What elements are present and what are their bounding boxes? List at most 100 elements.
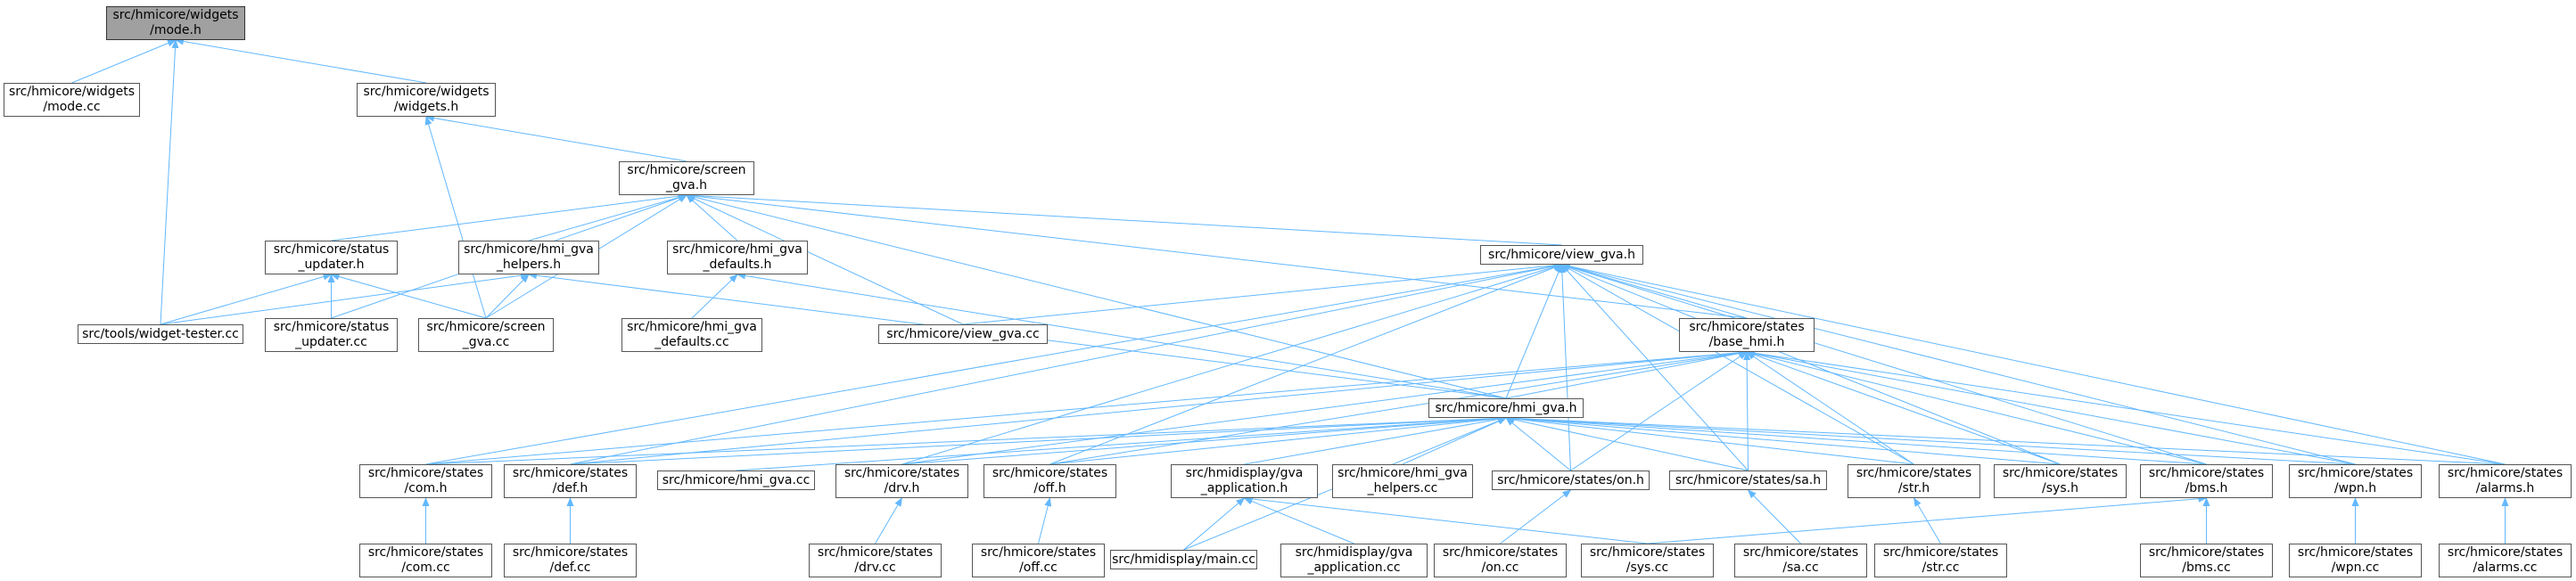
node-on-h[interactable]: src/hmicore/states/on.h	[1492, 471, 1650, 490]
node-widgets-h[interactable]: src/hmicore/widgets /widgets.h	[357, 83, 496, 117]
node-hmi-gva-helpers-h[interactable]: src/hmicore/hmi_gva _helpers.h	[458, 241, 599, 274]
edge-sa_h-to-base_hmi_h	[1743, 351, 1751, 471]
edge-drv_h-to-view_gva_h	[901, 263, 1563, 465]
node-sys-h[interactable]: src/hmicore/states /sys.h	[1994, 464, 2127, 498]
edge-view_gva_h-to-screen_gva_h	[686, 192, 1562, 246]
edge-hmi_gva_helpers_cc-to-hmi_gva_h	[1402, 417, 1507, 465]
node-view-gva-h[interactable]: src/hmicore/view_gva.h	[1480, 245, 1643, 265]
edge-sa_cc-to-sa_h	[1747, 489, 1801, 544]
edge-alarms_h-to-hmi_gva_h	[1505, 414, 2506, 465]
edge-view_gva_cc-to-screen_gva_h	[686, 194, 964, 325]
edge-off_h-to-base_hmi_h	[1049, 349, 1748, 465]
edge-str_h-to-hmi_gva_h	[1505, 415, 1914, 465]
node-mode-h[interactable]: src/hmicore/widgets /mode.h	[106, 6, 245, 40]
edge-drv_h-to-base_hmi_h	[901, 349, 1748, 465]
node-bms-cc[interactable]: src/hmicore/states /bms.cc	[2140, 544, 2273, 577]
node-hmi-gva-defaults-cc[interactable]: src/hmicore/hmi_gva _defaults.cc	[621, 318, 762, 352]
edge-on_h-to-base_hmi_h	[1570, 351, 1748, 471]
node-on-cc[interactable]: src/hmicore/states /on.cc	[1434, 544, 1567, 577]
node-drv-cc[interactable]: src/hmicore/states /drv.cc	[809, 544, 942, 577]
edge-sys_cc-to-bms_h	[1647, 495, 2208, 544]
node-bms-h[interactable]: src/hmicore/states /bms.h	[2140, 464, 2273, 498]
edge-alarms_h-to-view_gva_h	[1560, 262, 2506, 465]
edge-widget_tester_cc-to-status_updater_h	[160, 273, 333, 325]
edge-com_h-to-hmi_gva_h	[425, 414, 1507, 465]
edge-widget_tester_cc-to-hmi_gva_helpers_h	[160, 272, 530, 325]
node-off-cc[interactable]: src/hmicore/states /off.cc	[972, 544, 1105, 577]
node-widget-tester-cc[interactable]: src/tools/widget-tester.cc	[78, 324, 243, 344]
edge-screen_gva_cc-to-status_updater_h	[330, 273, 487, 319]
node-gva-application-cc[interactable]: src/hmidisplay/gva _application.cc	[1280, 544, 1428, 577]
edge-def_h-to-view_gva_h	[570, 262, 1563, 465]
edge-hmi_gva_h-to-view_gva_h	[1505, 264, 1562, 399]
edge-base_hmi_h-to-view_gva_h	[1560, 263, 1748, 319]
node-hmi-gva-defaults-h[interactable]: src/hmicore/hmi_gva _defaults.h	[667, 241, 808, 274]
edge-wpn_h-to-base_hmi_h	[1746, 349, 2356, 465]
node-off-h[interactable]: src/hmicore/states /off.h	[983, 464, 1116, 498]
node-def-cc[interactable]: src/hmicore/states /def.cc	[504, 544, 637, 577]
edge-hmi_gva_h-to-hmi_gva_defaults_h	[737, 272, 1507, 399]
edge-off_h-to-hmi_gva_h	[1049, 414, 1507, 465]
node-wpn-cc[interactable]: src/hmicore/states /wpn.cc	[2289, 544, 2422, 577]
edge-sys_cc-to-gva_application_h	[1243, 495, 1648, 544]
edge-hmi_gva_h-to-base_hmi_h	[1505, 349, 1748, 399]
edge-hmi_gva_defaults_cc-to-hmi_gva_defaults_h	[691, 274, 738, 319]
edge-sys_h-to-view_gva_h	[1560, 264, 2061, 465]
edge-bms_h-to-view_gva_h	[1560, 263, 2207, 465]
edge-str_h-to-view_gva_h	[1560, 264, 1914, 465]
edge-sys_h-to-base_hmi_h	[1746, 351, 2061, 465]
edge-drv_cc-to-drv_h	[875, 497, 903, 544]
edge-com_h-to-view_gva_h	[425, 262, 1563, 465]
node-screen-gva-cc[interactable]: src/hmicore/screen _gva.cc	[418, 318, 554, 352]
edge-bms_h-to-base_hmi_h	[1746, 350, 2207, 465]
edge-base_hmi_h-to-screen_gva_h	[686, 192, 1748, 319]
edge-screen_gva_cc-to-widgets_h	[424, 116, 487, 319]
edge-gva_application_h-to-hmi_gva_h	[1244, 415, 1507, 465]
edge-hmi_gva_h-to-screen_gva_h	[686, 193, 1507, 399]
node-main-cc[interactable]: src/hmidisplay/main.cc	[1110, 550, 1257, 569]
node-hmi-gva-cc[interactable]: src/hmicore/hmi_gva.cc	[657, 471, 815, 490]
node-hmi-gva-helpers-cc[interactable]: src/hmicore/hmi_gva _helpers.cc	[1332, 464, 1473, 498]
edge-str_h-to-base_hmi_h	[1746, 351, 1914, 465]
node-wpn-h[interactable]: src/hmicore/states /wpn.h	[2289, 464, 2422, 498]
node-status-updater-h[interactable]: src/hmicore/status _updater.h	[265, 241, 398, 274]
edge-off_cc-to-off_h	[1038, 497, 1052, 544]
edge-bms_h-to-hmi_gva_h	[1505, 414, 2207, 465]
edge-screen_gva_h-to-widgets_h	[425, 114, 687, 162]
node-gva-application-h[interactable]: src/hmidisplay/gva _application.h	[1171, 464, 1318, 498]
node-screen-gva-h[interactable]: src/hmicore/screen _gva.h	[619, 161, 754, 195]
edge-def_h-to-hmi_gva_h	[570, 414, 1507, 465]
node-def-h[interactable]: src/hmicore/states /def.h	[504, 464, 637, 498]
node-hmi-gva-h[interactable]: src/hmicore/hmi_gva.h	[1428, 398, 1584, 418]
edge-alarms_h-to-base_hmi_h	[1746, 349, 2506, 465]
edge-main_cc-to-gva_application_h	[1183, 497, 1246, 551]
edge-view_gva_cc-to-view_gva_h	[962, 261, 1563, 325]
node-com-cc[interactable]: src/hmicore/states /com.cc	[359, 544, 492, 577]
edge-status_updater_h-to-screen_gva_h	[331, 192, 687, 241]
node-sys-cc[interactable]: src/hmicore/states /sys.cc	[1581, 544, 1714, 577]
edge-mode_cc-to-mode_h	[71, 39, 177, 84]
node-view-gva-cc[interactable]: src/hmicore/view_gva.cc	[878, 324, 1048, 344]
edge-def_h-to-base_hmi_h	[570, 348, 1748, 465]
node-base-hmi-h[interactable]: src/hmicore/states /base_hmi.h	[1679, 318, 1815, 352]
node-mode-cc[interactable]: src/hmicore/widgets /mode.cc	[4, 83, 140, 117]
node-status-updater-cc[interactable]: src/hmicore/status _updater.cc	[265, 318, 398, 352]
node-drv-h[interactable]: src/hmicore/states /drv.h	[835, 464, 968, 498]
edge-hmi_gva_helpers_h-to-screen_gva_h	[528, 193, 687, 241]
node-alarms-cc[interactable]: src/hmicore/states /alarms.cc	[2439, 544, 2572, 577]
edge-hmi_gva_defaults_h-to-screen_gva_h	[686, 194, 738, 241]
edge-com_h-to-base_hmi_h	[425, 348, 1748, 465]
node-alarms-h[interactable]: src/hmicore/states /alarms.h	[2439, 464, 2572, 498]
node-sa-cc[interactable]: src/hmicore/states /sa.cc	[1734, 544, 1867, 577]
edge-sa_h-to-view_gva_h	[1560, 264, 1749, 471]
node-str-h[interactable]: src/hmicore/states /str.h	[1848, 464, 1980, 498]
node-sa-h[interactable]: src/hmicore/states/sa.h	[1669, 471, 1827, 490]
edge-wpn_h-to-view_gva_h	[1560, 263, 2356, 465]
edge-on_cc-to-on_h	[1500, 489, 1572, 544]
node-com-h[interactable]: src/hmicore/states /com.h	[359, 464, 492, 498]
edge-off_h-to-view_gva_h	[1049, 264, 1563, 465]
node-str-cc[interactable]: src/hmicore/states /str.cc	[1874, 544, 2007, 577]
edge-sys_h-to-hmi_gva_h	[1505, 414, 2061, 465]
